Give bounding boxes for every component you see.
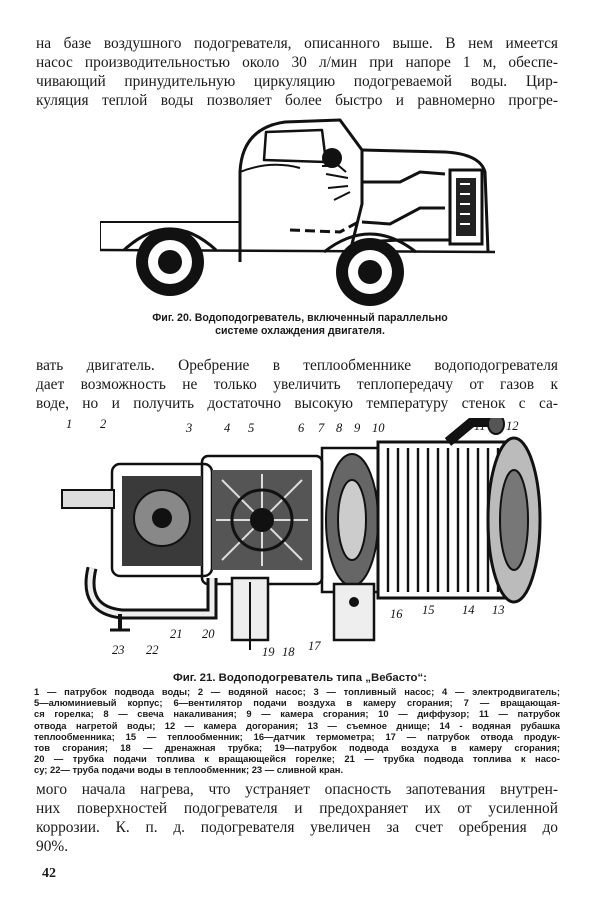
callout-18: 18 — [282, 645, 295, 659]
text-line: вать двигатель. Оребрение в теплообменни… — [36, 357, 558, 374]
callout-11: 11 — [474, 419, 486, 433]
text-line: куляция теплой воды позволяет более быст… — [36, 92, 558, 109]
callout-20: 20 — [202, 627, 215, 641]
text-line: воде, но и получить достаточно высокую т… — [36, 395, 558, 412]
callout-22: 22 — [146, 643, 159, 657]
callout-1: 1 — [66, 418, 72, 431]
legend-line: 5—алюминиевый корпус; 6—вентилятор подач… — [34, 697, 560, 709]
callout-6: 6 — [298, 421, 305, 435]
callout-3: 3 — [185, 421, 192, 435]
paragraph-middle: вать двигатель. Оребрение в теплообменни… — [36, 356, 558, 413]
callout-15: 15 — [422, 603, 435, 617]
text-line: на базе воздушного подогревателя, описан… — [36, 35, 558, 52]
legend-line: тов сгорания; 18 — дренажная трубка; 19—… — [34, 742, 560, 754]
callout-7: 7 — [318, 421, 325, 435]
figure-20-truck-diagram — [100, 118, 496, 306]
figure-21-heater-diagram: 1 2 3 4 5 6 7 8 9 10 11 12 13 14 15 16 1… — [61, 418, 542, 659]
callout-13: 13 — [492, 603, 505, 617]
legend-line: отвода нагретой воды; 12 — камера догора… — [34, 719, 560, 731]
callout-12: 12 — [506, 419, 519, 433]
text-line: дает возможность не только увеличить теп… — [36, 376, 558, 393]
callout-19: 19 — [262, 645, 275, 659]
callout-21: 21 — [170, 627, 183, 641]
text-line: насос производительностью около 30 л/мин… — [36, 54, 558, 71]
callout-23: 23 — [112, 643, 125, 657]
page-number: 42 — [42, 866, 56, 881]
paragraph-bottom: мого начала нагрева, что устраняет опасн… — [36, 780, 558, 856]
figure-21-caption: Фиг. 21. Водоподогреватель типа „Вебасто… — [173, 672, 427, 684]
figure-21-legend: 1 — патрубок подвода воды; 2 — водяной н… — [34, 686, 560, 776]
legend-line: 20 — трубка подачи топлива к вращающейся… — [34, 753, 560, 765]
text-line: коррозии. К. п. д. подогревателя увеличе… — [36, 819, 558, 836]
callout-10: 10 — [372, 421, 385, 435]
legend-line: 1 — патрубок подвода воды; 2 — водяной н… — [34, 686, 560, 697]
callout-9: 9 — [354, 421, 361, 435]
figure-20-caption: Фиг. 20. Водоподогреватель, включенный п… — [96, 312, 504, 338]
callout-16: 16 — [390, 607, 403, 621]
callout-14: 14 — [462, 603, 475, 617]
caption-line: Фиг. 20. Водоподогреватель, включенный п… — [152, 312, 448, 324]
callout-4: 4 — [224, 421, 230, 435]
paragraph-top: на базе воздушного подогревателя, описан… — [36, 34, 558, 110]
callout-2: 2 — [100, 418, 106, 431]
legend-line: су; 22— труба подачи воды в теплообменни… — [34, 764, 344, 776]
legend-line: ся горелка; 8 — свеча накаливания; 9 — к… — [34, 708, 560, 720]
callout-17: 17 — [308, 639, 321, 653]
legend-line: теплообменника; 15 — теплообменник; 16—д… — [34, 730, 560, 742]
text-line: мого начала нагрева, что устраняет опасн… — [36, 781, 558, 798]
text-line: 90%. — [36, 838, 69, 855]
text-line: чивающий принудительную циркуляцию подог… — [36, 73, 558, 90]
text-line: них поверхностей подогревателя и предохр… — [36, 800, 558, 817]
caption-line: системе охлаждения двигателя. — [215, 325, 385, 337]
callout-5: 5 — [248, 421, 254, 435]
callout-8: 8 — [336, 421, 343, 435]
